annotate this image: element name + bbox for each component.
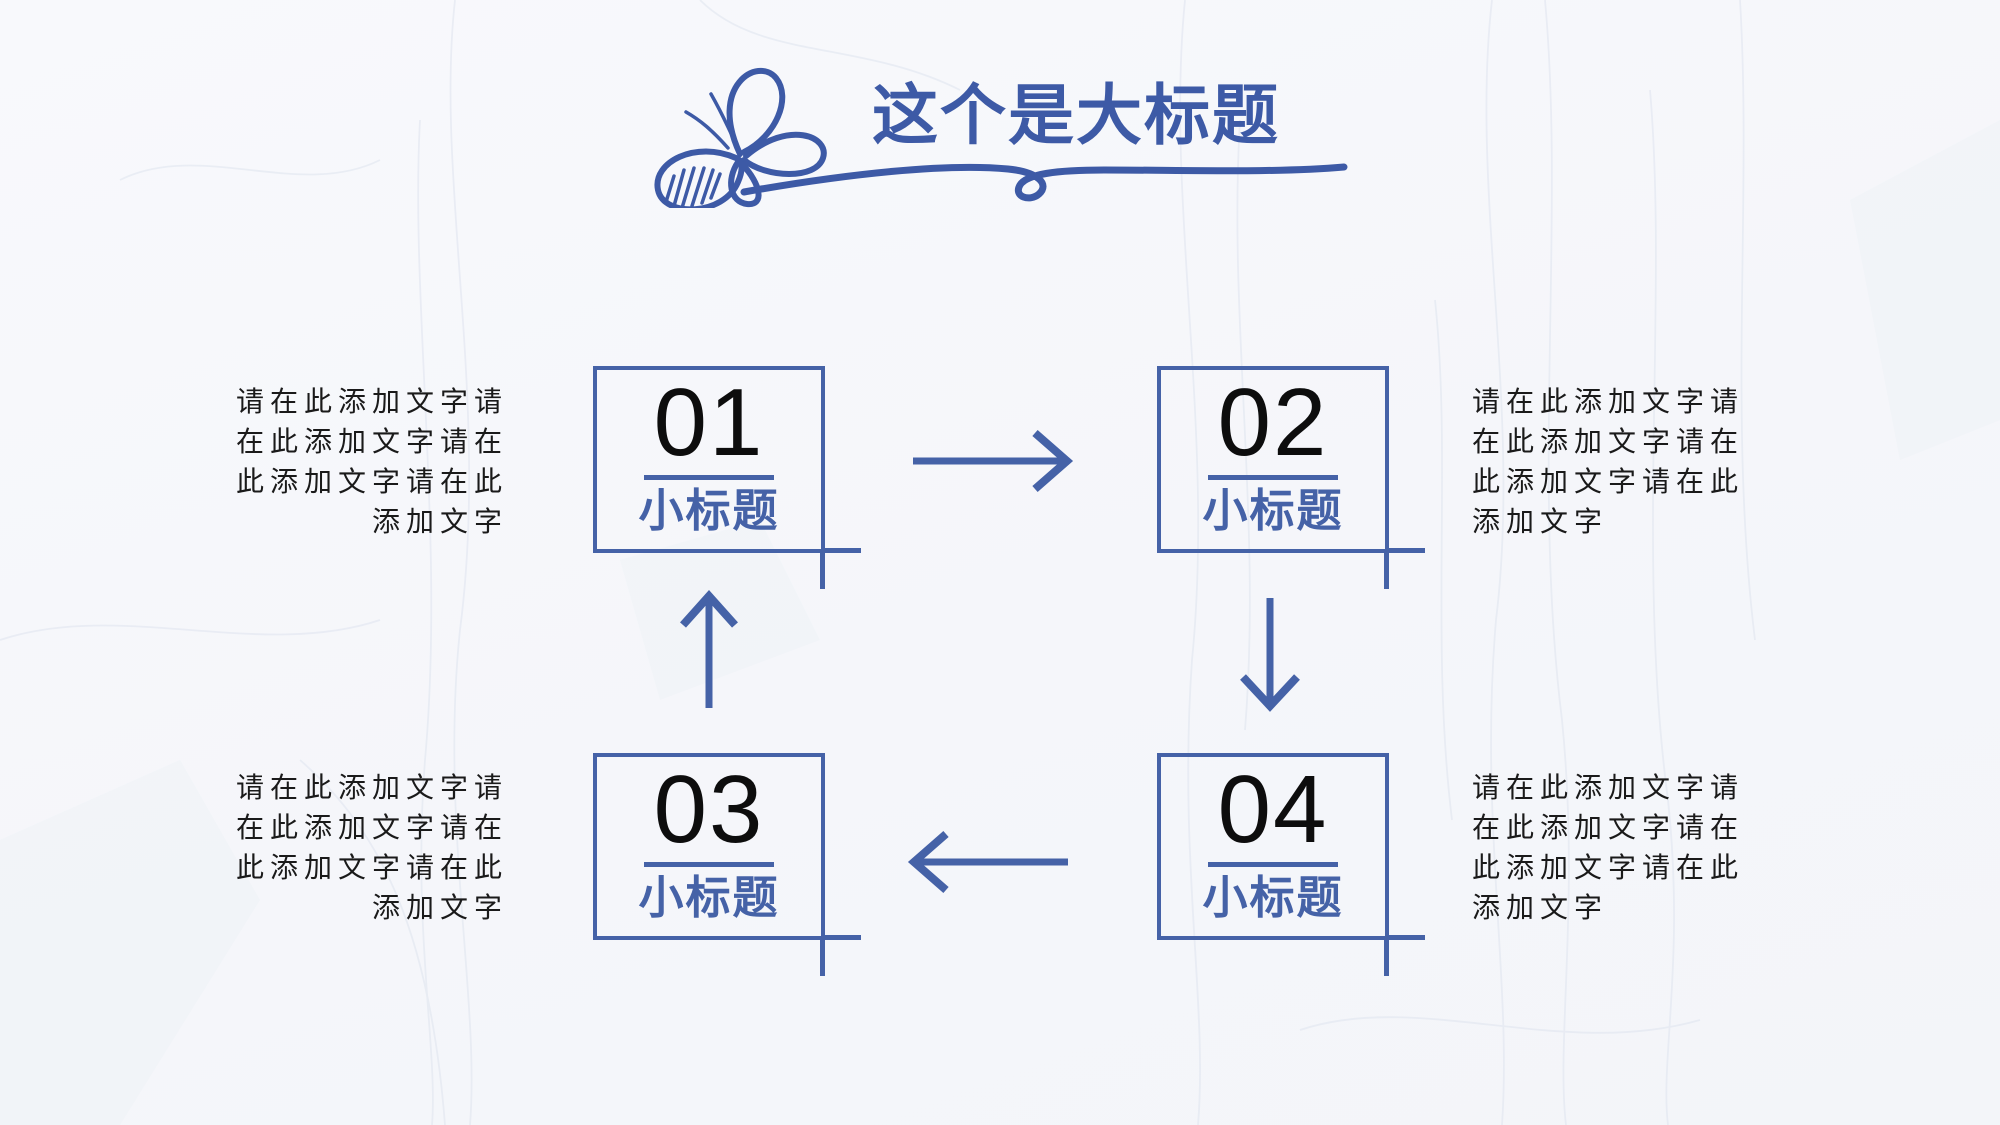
- title-underline-swash-icon: [740, 163, 1348, 202]
- step-divider: [644, 862, 774, 867]
- step-divider: [1208, 862, 1338, 867]
- step-divider: [644, 475, 774, 480]
- step-subtitle: 小标题: [1202, 485, 1344, 536]
- arrow-04-to-03: [907, 830, 1068, 894]
- step-box-03: 03 小标题: [593, 753, 861, 976]
- corner-tick-horizontal: [1385, 548, 1425, 553]
- step-number: 01: [653, 369, 765, 476]
- step-number: 02: [1217, 369, 1329, 476]
- butterfly-doodle-icon: [654, 67, 827, 208]
- step-number: 04: [1217, 756, 1329, 863]
- corner-tick-vertical: [1384, 936, 1389, 976]
- page-title: 这个是大标题: [872, 78, 1280, 152]
- step-subtitle: 小标题: [1202, 872, 1344, 923]
- arrow-01-to-02: [913, 429, 1074, 493]
- corner-tick-vertical: [1384, 549, 1389, 589]
- step-description-01: 请在此添加文字请在此添加文字请在此添加文字请在此添加文字: [235, 386, 508, 537]
- corner-tick-vertical: [820, 549, 825, 589]
- step-subtitle: 小标题: [638, 872, 780, 923]
- step-box-04: 04 小标题: [1157, 753, 1425, 976]
- corner-tick-horizontal: [1385, 935, 1425, 940]
- step-box-01: 01 小标题: [593, 366, 861, 589]
- step-box-02: 02 小标题: [1157, 366, 1425, 589]
- arrow-02-to-04: [1240, 598, 1300, 712]
- step-divider: [1208, 475, 1338, 480]
- arrow-03-to-01: [680, 590, 738, 708]
- corner-tick-horizontal: [821, 548, 861, 553]
- step-description-02: 请在此添加文字请在此添加文字请在此添加文字请在此添加文字: [1472, 386, 1745, 537]
- step-description-04: 请在此添加文字请在此添加文字请在此添加文字请在此添加文字: [1472, 772, 1745, 923]
- corner-tick-vertical: [820, 936, 825, 976]
- step-description-03: 请在此添加文字请在此添加文字请在此添加文字请在此添加文字: [235, 772, 508, 923]
- step-number: 03: [653, 756, 765, 863]
- step-subtitle: 小标题: [638, 485, 780, 536]
- corner-tick-horizontal: [821, 935, 861, 940]
